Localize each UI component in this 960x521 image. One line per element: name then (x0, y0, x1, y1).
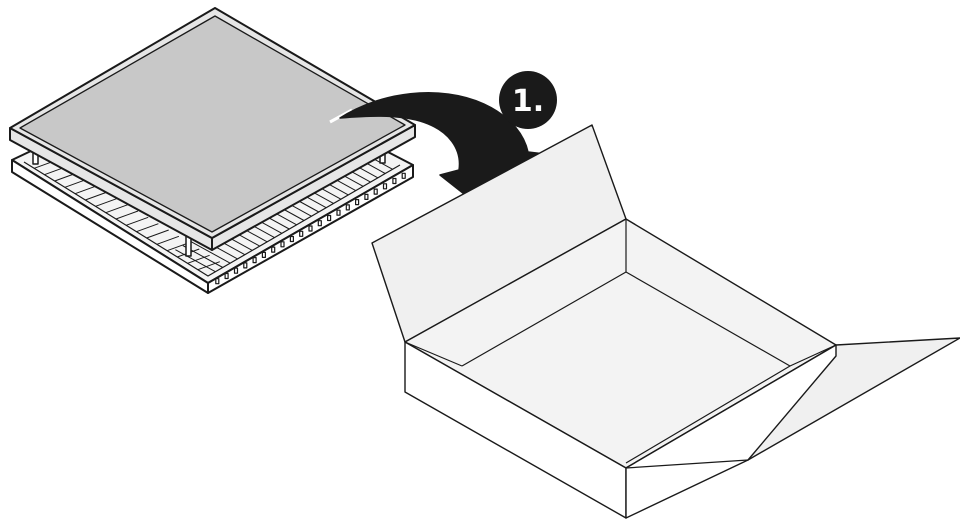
tray-clip (345, 204, 350, 211)
tray-clip (317, 220, 322, 227)
tray-clip (224, 272, 229, 280)
tray-slat (126, 216, 149, 226)
step-badge-icon: 1. (499, 71, 557, 129)
tray-slat (136, 223, 159, 233)
tray-clip (392, 177, 397, 185)
tray-slat (189, 240, 231, 264)
tray-clip (327, 214, 332, 222)
tray-clip (308, 225, 313, 232)
tray-slat (85, 191, 108, 201)
tray-slat (197, 261, 220, 271)
filter-panel (9, 7, 416, 251)
tray-clip (364, 193, 369, 200)
tray-clip (252, 257, 257, 264)
tray-clip (382, 183, 388, 190)
tray-clip (299, 230, 304, 237)
tray-slat (105, 204, 128, 214)
tray-slat (115, 210, 139, 220)
tray-clip (401, 172, 406, 179)
tray-slat (187, 254, 210, 264)
open-box (371, 124, 960, 519)
tray-clip (280, 241, 285, 248)
tray-clip (336, 209, 341, 216)
panel-assembly (9, 7, 416, 294)
box-right-side (625, 344, 837, 519)
tray-slat (74, 185, 98, 195)
tray-clip (355, 199, 360, 206)
tray-clip (243, 262, 248, 269)
tray-slat (95, 197, 118, 207)
step-number-label: 1. (512, 84, 544, 119)
tray-clip (271, 246, 276, 253)
tray-clips (215, 172, 406, 285)
tray-slat (156, 235, 180, 245)
tray-clip (215, 278, 220, 285)
tray-clip (261, 251, 266, 258)
tray-clip (373, 188, 378, 195)
tray-clip (289, 235, 294, 243)
tray-clip (233, 267, 239, 274)
tray-slat (146, 229, 169, 239)
